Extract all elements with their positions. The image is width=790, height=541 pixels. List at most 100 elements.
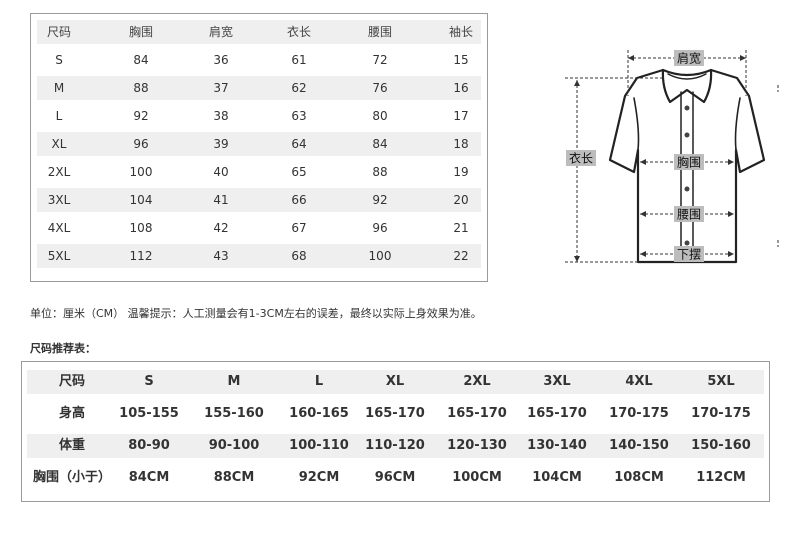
size-table-header-cell: 胸围 bbox=[128, 25, 154, 39]
recommend-table-cell: 130-140 bbox=[527, 438, 587, 453]
chest-label: 胸围 bbox=[677, 155, 701, 170]
recommend-table-cell: 160-165 bbox=[289, 406, 349, 421]
recommend-table-cell: 90-100 bbox=[208, 438, 260, 453]
recommend-table-cell: 100CM bbox=[452, 470, 502, 485]
size-table-cell: 37 bbox=[213, 81, 229, 95]
size-table-cell: 67 bbox=[291, 221, 307, 235]
recommend-table-cell: M bbox=[227, 374, 241, 389]
size-table-cell: S bbox=[55, 53, 63, 67]
size-table-cell: L bbox=[55, 109, 63, 123]
recommend-table-cell: 5XL bbox=[707, 374, 735, 389]
size-table-cell: M bbox=[53, 81, 65, 95]
recommend-table-cell: 150-160 bbox=[691, 438, 751, 453]
size-table-cell: 65 bbox=[291, 165, 307, 179]
recommend-table-cell: XL bbox=[385, 374, 405, 389]
size-table-cell: 92 bbox=[372, 193, 388, 207]
size-table-cell: XL bbox=[51, 137, 67, 151]
size-table-cell: 38 bbox=[213, 109, 229, 123]
size-table-header-cell: 袖长 bbox=[448, 25, 474, 39]
size-table-header-row: 尺码胸围肩宽衣长腰围袖长 bbox=[37, 20, 481, 44]
recommend-table-cell: 165-170 bbox=[365, 406, 425, 421]
shirt-button bbox=[684, 186, 690, 192]
recommend-table-cell: 88CM bbox=[213, 470, 255, 485]
recommend-row-label: 体重 bbox=[58, 438, 86, 453]
size-table-cell: 92 bbox=[133, 109, 149, 123]
recommend-table-cell: S bbox=[144, 374, 154, 389]
shirt-measurement-diagram: 肩宽 衣长 胸围 腰围 下摆 bbox=[565, 50, 779, 264]
measurement-note: 单位：厘米（CM） 温馨提示：人工测量会有1-3CM左右的误差，最终以实际上身效… bbox=[30, 307, 482, 320]
recommend-row-label: 尺码 bbox=[58, 374, 86, 389]
size-table-cell: 3XL bbox=[47, 193, 71, 207]
size-table-cell: 64 bbox=[291, 137, 307, 151]
recommend-table-cell: 140-150 bbox=[609, 438, 669, 453]
recommend-table-cell: 84CM bbox=[128, 470, 170, 485]
size-table-header-cell: 肩宽 bbox=[208, 25, 234, 39]
recommend-table-cell: 155-160 bbox=[204, 406, 264, 421]
shirt-button bbox=[684, 105, 690, 111]
size-table-header-cell: 衣长 bbox=[286, 25, 312, 39]
recommend-table-cell: 100-110 bbox=[289, 438, 349, 453]
recommend-table-cell: 170-175 bbox=[609, 406, 669, 421]
size-table-cell: 62 bbox=[291, 81, 307, 95]
shirt-button bbox=[684, 132, 690, 138]
size-table-cell: 19 bbox=[453, 165, 469, 179]
size-table-cell: 100 bbox=[129, 165, 153, 179]
recommend-table-cell: 80-90 bbox=[128, 438, 170, 453]
recommend-row-label: 胸围（小于） bbox=[32, 470, 112, 485]
size-table-cell: 16 bbox=[453, 81, 469, 95]
size-table-header-cell: 腰围 bbox=[367, 25, 393, 39]
size-table-cell: 15 bbox=[453, 53, 469, 67]
size-table-cell: 36 bbox=[213, 53, 229, 67]
size-table-cell: 88 bbox=[372, 165, 388, 179]
size-table-row: M 88 37 62 76 16 bbox=[37, 76, 481, 100]
recommend-table-row: 体重 80-90 90-100 100-110 110-120 120-130 130-14… bbox=[27, 434, 764, 458]
shirt-collar bbox=[661, 68, 713, 104]
shirt-placket bbox=[680, 91, 694, 263]
waist-label: 腰围 bbox=[677, 208, 701, 222]
recommend-table-cell: 96CM bbox=[374, 470, 416, 485]
size-table-cell: 21 bbox=[453, 221, 469, 235]
size-table-cell: 61 bbox=[291, 53, 307, 67]
size-table-cell: 76 bbox=[372, 81, 388, 95]
size-table-cell: 20 bbox=[453, 193, 469, 207]
size-table-cell: 104 bbox=[129, 193, 153, 207]
recommend-table-cell: 120-130 bbox=[447, 438, 507, 453]
size-table-cell: 2XL bbox=[47, 165, 71, 179]
size-table-cell: 22 bbox=[453, 249, 469, 263]
recommend-table-title: 尺码推荐表： bbox=[30, 342, 96, 355]
recommend-table-cell: L bbox=[314, 374, 324, 389]
size-table-cell: 72 bbox=[372, 53, 388, 67]
size-table-row: 2XL 100 40 65 88 19 bbox=[37, 160, 481, 184]
recommend-table-cell: 3XL bbox=[543, 374, 571, 389]
size-table-cell: 96 bbox=[133, 137, 149, 151]
size-table-cell: 43 bbox=[213, 249, 229, 263]
size-table-row: L 92 38 63 80 17 bbox=[37, 104, 481, 128]
recommend-table-cell: 105-155 bbox=[119, 406, 179, 421]
recommend-table-cell: 110-120 bbox=[365, 438, 425, 453]
size-table-cell: 17 bbox=[453, 109, 469, 123]
size-table-cell: 88 bbox=[133, 81, 149, 95]
size-table-cell: 40 bbox=[213, 165, 229, 179]
size-table-cell: 100 bbox=[368, 249, 392, 263]
length-label: 衣长 bbox=[569, 151, 593, 166]
recommend-table-cell: 165-170 bbox=[447, 406, 507, 421]
size-table-cell: 80 bbox=[372, 109, 388, 123]
size-table-cell: 18 bbox=[453, 137, 469, 151]
size-table-cell: 4XL bbox=[47, 221, 71, 235]
recommend-table-cell: 108CM bbox=[614, 470, 664, 485]
size-table-cell: 63 bbox=[291, 109, 307, 123]
recommend-table-cell: 170-175 bbox=[691, 406, 751, 421]
recommend-table-cell: 92CM bbox=[298, 470, 340, 485]
size-table-cell: 41 bbox=[213, 193, 229, 207]
size-table-cell: 96 bbox=[372, 221, 388, 235]
size-table-cell: 108 bbox=[129, 221, 153, 235]
recommend-table-cell: 112CM bbox=[696, 470, 746, 485]
